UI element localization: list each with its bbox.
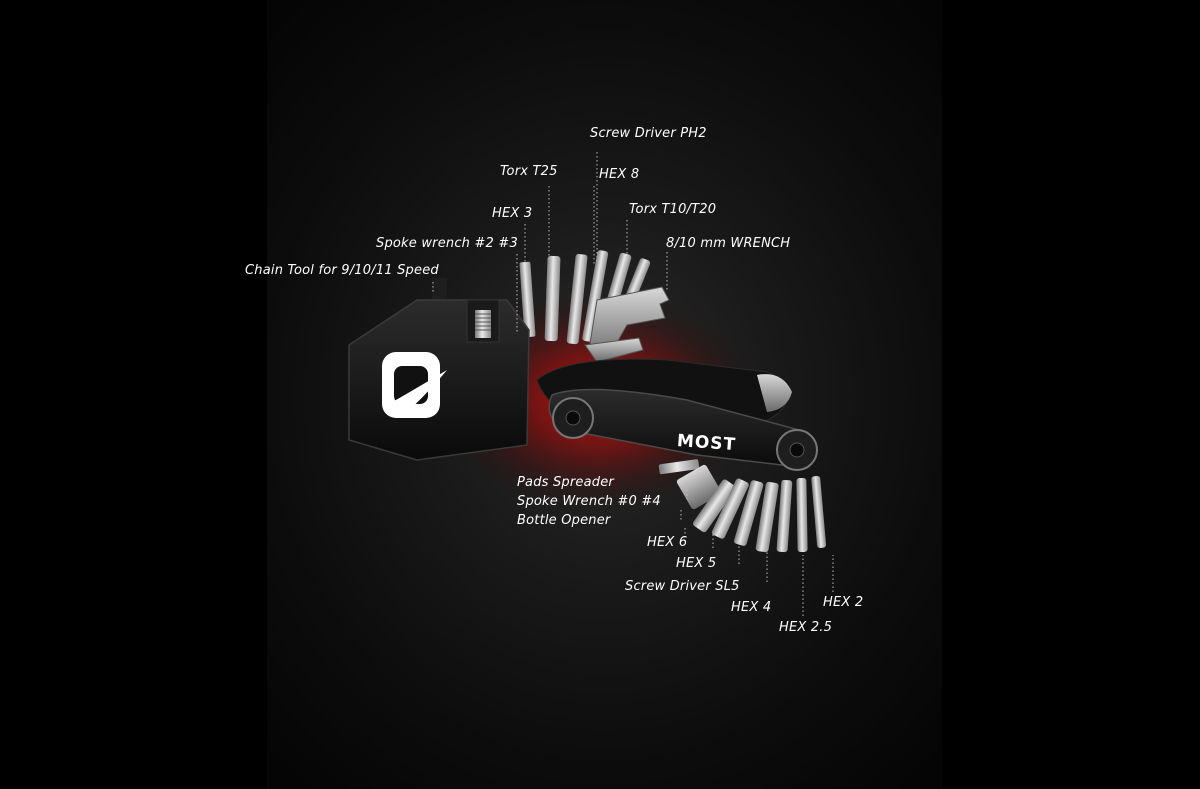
upper-bits xyxy=(519,250,670,363)
chain-tool xyxy=(348,278,530,461)
multitool-illustration: MOST xyxy=(348,152,834,616)
label-hex-3: HEX 3 xyxy=(492,206,533,221)
label-hex-6: HEX 6 xyxy=(647,535,688,550)
left-black-bar xyxy=(0,0,267,789)
label-pads-spreader: Pads Spreader xyxy=(517,475,614,490)
label-hex-2-5: HEX 2.5 xyxy=(779,620,833,635)
main-body: MOST xyxy=(536,358,818,471)
label-screw-driver-sl5: Screw Driver SL5 xyxy=(625,579,740,594)
label-torx-t25: Torx T25 xyxy=(500,164,558,179)
label-hex-2: HEX 2 xyxy=(823,595,864,610)
leader-lines xyxy=(432,152,834,616)
label-chain-tool: Chain Tool for 9/10/11 Speed xyxy=(245,263,439,278)
label-spoke-wrench-0-4: Spoke Wrench #0 #4 xyxy=(517,494,661,509)
product-photo: MOST xyxy=(245,0,942,789)
label-torx-t10-t20: Torx T10/T20 xyxy=(629,202,717,217)
label-hex-8: HEX 8 xyxy=(599,167,640,182)
brand-wordmark: MOST xyxy=(676,431,736,455)
label-hex-5: HEX 5 xyxy=(676,556,717,571)
label-spoke-wrench-2-3: Spoke wrench #2 #3 xyxy=(376,236,518,251)
lower-bits xyxy=(658,459,827,553)
right-black-bar xyxy=(942,0,1200,789)
label-screw-driver-ph2: Screw Driver PH2 xyxy=(590,126,707,141)
label-hex-4: HEX 4 xyxy=(731,600,772,615)
label-bottle-opener: Bottle Opener xyxy=(517,513,611,528)
brand-logo xyxy=(382,352,447,418)
label-8-10-wrench: 8/10 mm WRENCH xyxy=(666,236,791,251)
